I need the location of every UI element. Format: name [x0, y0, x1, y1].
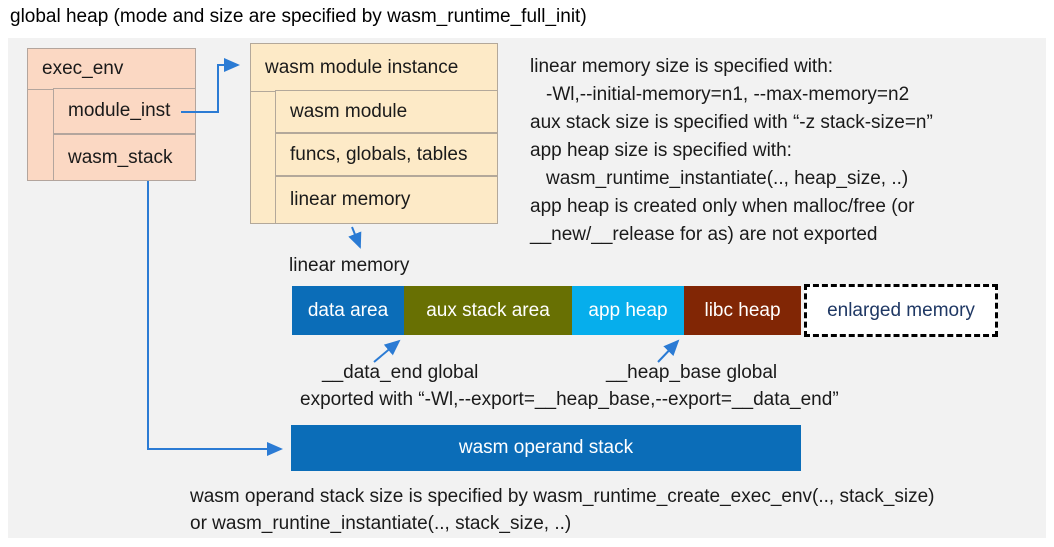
operand-stack-note-line: or wasm_runtine_instantiate(.., stack_si… — [190, 513, 572, 534]
segment-enlarged-memory: enlarged memory — [804, 284, 998, 337]
wasm-module-row: wasm module — [275, 90, 498, 133]
note-line: linear memory size is specified with: — [530, 56, 834, 77]
segment-aux-stack-area: aux stack area — [404, 286, 572, 335]
operand-stack-note: wasm operand stack size is specified by … — [190, 483, 935, 537]
operand-stack-note-line: wasm operand stack size is specified by … — [190, 486, 935, 507]
funcs-globals-tables-row: funcs, globals, tables — [275, 133, 498, 176]
heap-base-label: __heap_base global — [606, 362, 778, 383]
funcs-globals-tables-label: funcs, globals, tables — [290, 143, 468, 165]
data-end-label: __data_end global — [322, 362, 479, 383]
note-line: aux stack size is specified with “-z sta… — [530, 112, 933, 133]
wasm-operand-stack-bar: wasm operand stack — [291, 425, 801, 471]
wasm-stack-box: wasm_stack — [53, 134, 196, 181]
export-note: exported with “-Wl,--export=__heap_base,… — [300, 389, 839, 410]
note-line: -Wl,--initial-memory=n1, --max-memory=n2 — [546, 84, 910, 105]
linear-memory-row: linear memory — [275, 176, 498, 224]
module-instance-label: wasm module instance — [251, 44, 497, 92]
note-line: app heap size is specified with: — [530, 140, 792, 161]
segment-data-area: data area — [292, 286, 404, 335]
notes-block: linear memory size is specified with: -W… — [530, 53, 1046, 249]
note-line: wasm_runtime_instantiate(.., heap_size, … — [546, 168, 909, 189]
module-inst-label: module_inst — [68, 100, 171, 121]
module-inst-box: module_inst — [53, 88, 196, 134]
note-line: __new/__release for as) are not exported — [530, 224, 878, 245]
note-line: app heap is created only when malloc/fre… — [530, 196, 915, 217]
segment-libc-heap: libc heap — [684, 286, 801, 335]
wasm-module-label: wasm module — [290, 100, 408, 122]
exec-env-label: exec_env — [28, 49, 195, 90]
linear-memory-label: linear memory — [289, 255, 410, 276]
diagram-title: global heap (mode and size are specified… — [10, 6, 587, 27]
linear-memory-row-label: linear memory — [290, 189, 411, 210]
segment-app-heap: app heap — [572, 286, 684, 335]
wasm-stack-label: wasm_stack — [68, 146, 173, 168]
